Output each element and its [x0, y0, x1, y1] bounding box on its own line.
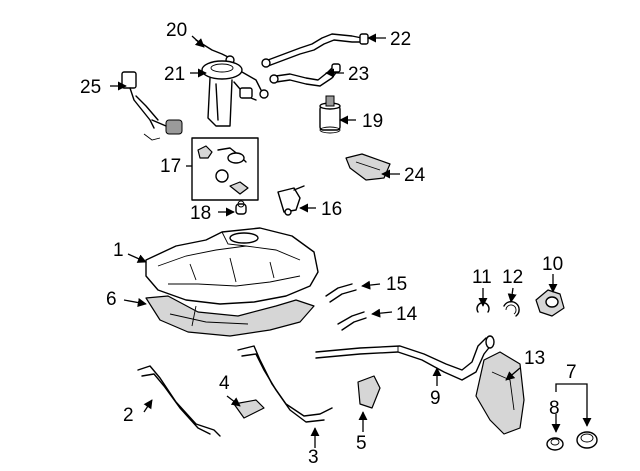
- heat-shield-drawing: [475, 351, 525, 435]
- callout-2: 2: [123, 405, 134, 426]
- filler-pipe-drawing: [315, 335, 495, 381]
- callout-9: 9: [430, 388, 441, 409]
- fuel-tank-drawing: [145, 227, 319, 305]
- callout-20: 20: [166, 20, 187, 41]
- hose-upper-drawing: [325, 283, 357, 303]
- callout-14: 14: [396, 304, 418, 325]
- hose-lower-drawing: [337, 311, 367, 331]
- fuel-tube-upper-drawing: [261, 33, 369, 68]
- callout-1: 1: [113, 240, 124, 261]
- callout-24: 24: [404, 165, 426, 186]
- callout-22: 22: [390, 29, 411, 50]
- tank-valve-drawing: [235, 200, 247, 215]
- callout-17: 17: [160, 156, 181, 177]
- clamp-spring-drawing: [503, 300, 520, 317]
- callout-16: 16: [321, 199, 342, 220]
- callout-15: 15: [386, 274, 407, 295]
- callout-labels: 1 2 3 4 5 6 7 8 9 10 11 12 13 14 15 16 1…: [80, 20, 577, 468]
- callout-12: 12: [502, 267, 523, 288]
- callout-18: 18: [190, 203, 211, 224]
- filler-housing-drawing: [535, 289, 565, 317]
- cut-off-valve-drawing: [277, 185, 305, 216]
- filler-cap-drawing: [576, 431, 598, 449]
- callout-19: 19: [362, 111, 383, 132]
- protector-plate-drawing: [345, 153, 391, 181]
- callout-7: 7: [566, 362, 577, 383]
- callout-5: 5: [356, 433, 367, 454]
- callout-10: 10: [542, 254, 563, 275]
- callout-4: 4: [219, 373, 230, 394]
- callout-11: 11: [472, 267, 492, 288]
- grommet-drawing: [546, 437, 564, 451]
- callout-21: 21: [164, 64, 185, 85]
- fuel-pump-tube-top-drawing: [195, 39, 235, 65]
- callout-13: 13: [524, 348, 545, 369]
- tank-strap-left-drawing: [137, 365, 221, 437]
- tank-strap-right-drawing: [237, 345, 333, 423]
- tank-protector-drawing: [145, 295, 315, 337]
- fuel-pump-drawing: [319, 95, 341, 134]
- gasket-kit-box-drawing: [191, 137, 259, 201]
- callout-3: 3: [308, 447, 319, 468]
- leader-lines: [110, 33, 592, 448]
- callout-25: 25: [80, 77, 101, 98]
- callout-8: 8: [549, 398, 560, 419]
- callout-6: 6: [106, 289, 117, 310]
- callout-23: 23: [348, 64, 369, 85]
- fuel-suction-tube-drawing: [201, 60, 269, 127]
- pipe-bracket-drawing: [357, 375, 381, 409]
- fuel-tube-lower-drawing: [269, 63, 341, 87]
- strap-bracket-drawing: [233, 399, 265, 419]
